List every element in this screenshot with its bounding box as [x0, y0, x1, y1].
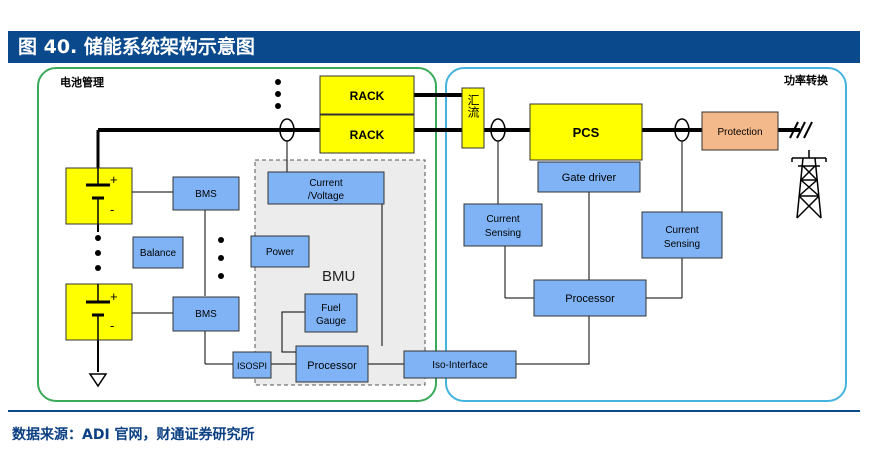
bottom-rule: [8, 410, 860, 412]
pcs-block: [529, 103, 643, 161]
fuel-gauge-label-1: Fuel: [321, 303, 340, 314]
current-voltage-block: [267, 171, 385, 205]
transmission-tower-icon: [791, 150, 827, 219]
pcs-processor-block: [533, 279, 647, 317]
ground-icon: [88, 373, 108, 388]
pcs-processor-label: Processor: [565, 293, 615, 305]
bms-label-top: BMS: [195, 189, 217, 200]
current-sensing-left-label-1: Current: [486, 214, 520, 225]
gate-driver-block: [537, 161, 641, 193]
current-sensing-right-label-1: Current: [665, 225, 699, 236]
current-sensing-left-block: [463, 203, 543, 247]
iso-interface-block: [403, 350, 517, 379]
current-sensing-left-label-2: Sensing: [485, 228, 521, 239]
battery-plus-label: +: [110, 172, 118, 187]
fuel-gauge-label-2: Gauge: [316, 316, 346, 327]
protection-block: [701, 111, 779, 151]
power-region: [445, 67, 847, 402]
rack-block: [319, 114, 415, 154]
battery-cell-top: + -: [65, 167, 133, 225]
fuel-gauge-block: [304, 293, 358, 333]
figure-source: 数据来源：ADI 官网，财通证券研究所: [12, 427, 255, 443]
balance-block: [132, 236, 184, 269]
battery-cell-bottom: + -: [65, 283, 133, 341]
battery-minus-label: -: [110, 318, 114, 333]
bms-block-bottom: [172, 296, 240, 332]
bmu-processor-label: Processor: [307, 360, 357, 372]
battery-region: [37, 67, 437, 402]
isospi-block: [232, 351, 272, 379]
rack-block: [319, 75, 415, 115]
protection-label: Protection: [717, 127, 762, 138]
battery-region-label: 电池管理: [60, 75, 104, 89]
isospi-label: ISOSPI: [237, 361, 267, 371]
bms-block-top: [172, 176, 240, 211]
current-voltage-label-2: /Voltage: [308, 191, 345, 202]
power-block: [250, 235, 310, 268]
battery-minus-label: -: [110, 202, 114, 217]
balance-label: Balance: [140, 248, 177, 259]
iso-interface-label: Iso-Interface: [432, 360, 488, 371]
rack-label: RACK: [350, 128, 385, 142]
combiner-block: [461, 87, 485, 149]
bmu-processor-block: [295, 345, 369, 383]
current-voltage-label-1: Current: [309, 178, 343, 189]
current-sensing-right-label-2: Sensing: [664, 239, 700, 250]
current-sensing-right-block: [641, 211, 723, 259]
power-region-label: 功率转换: [784, 73, 829, 87]
bms-label-bottom: BMS: [195, 309, 217, 320]
bmu-label: BMU: [322, 268, 355, 285]
gate-driver-label: Gate driver: [562, 172, 617, 184]
figure-title: 图 40. 储能系统架构示意图: [8, 31, 860, 63]
pcs-label: PCS: [573, 125, 600, 140]
combiner-label: 汇流: [466, 94, 480, 118]
battery-plus-label: +: [110, 289, 118, 304]
power-label: Power: [266, 247, 295, 258]
rack-label: RACK: [350, 89, 385, 103]
